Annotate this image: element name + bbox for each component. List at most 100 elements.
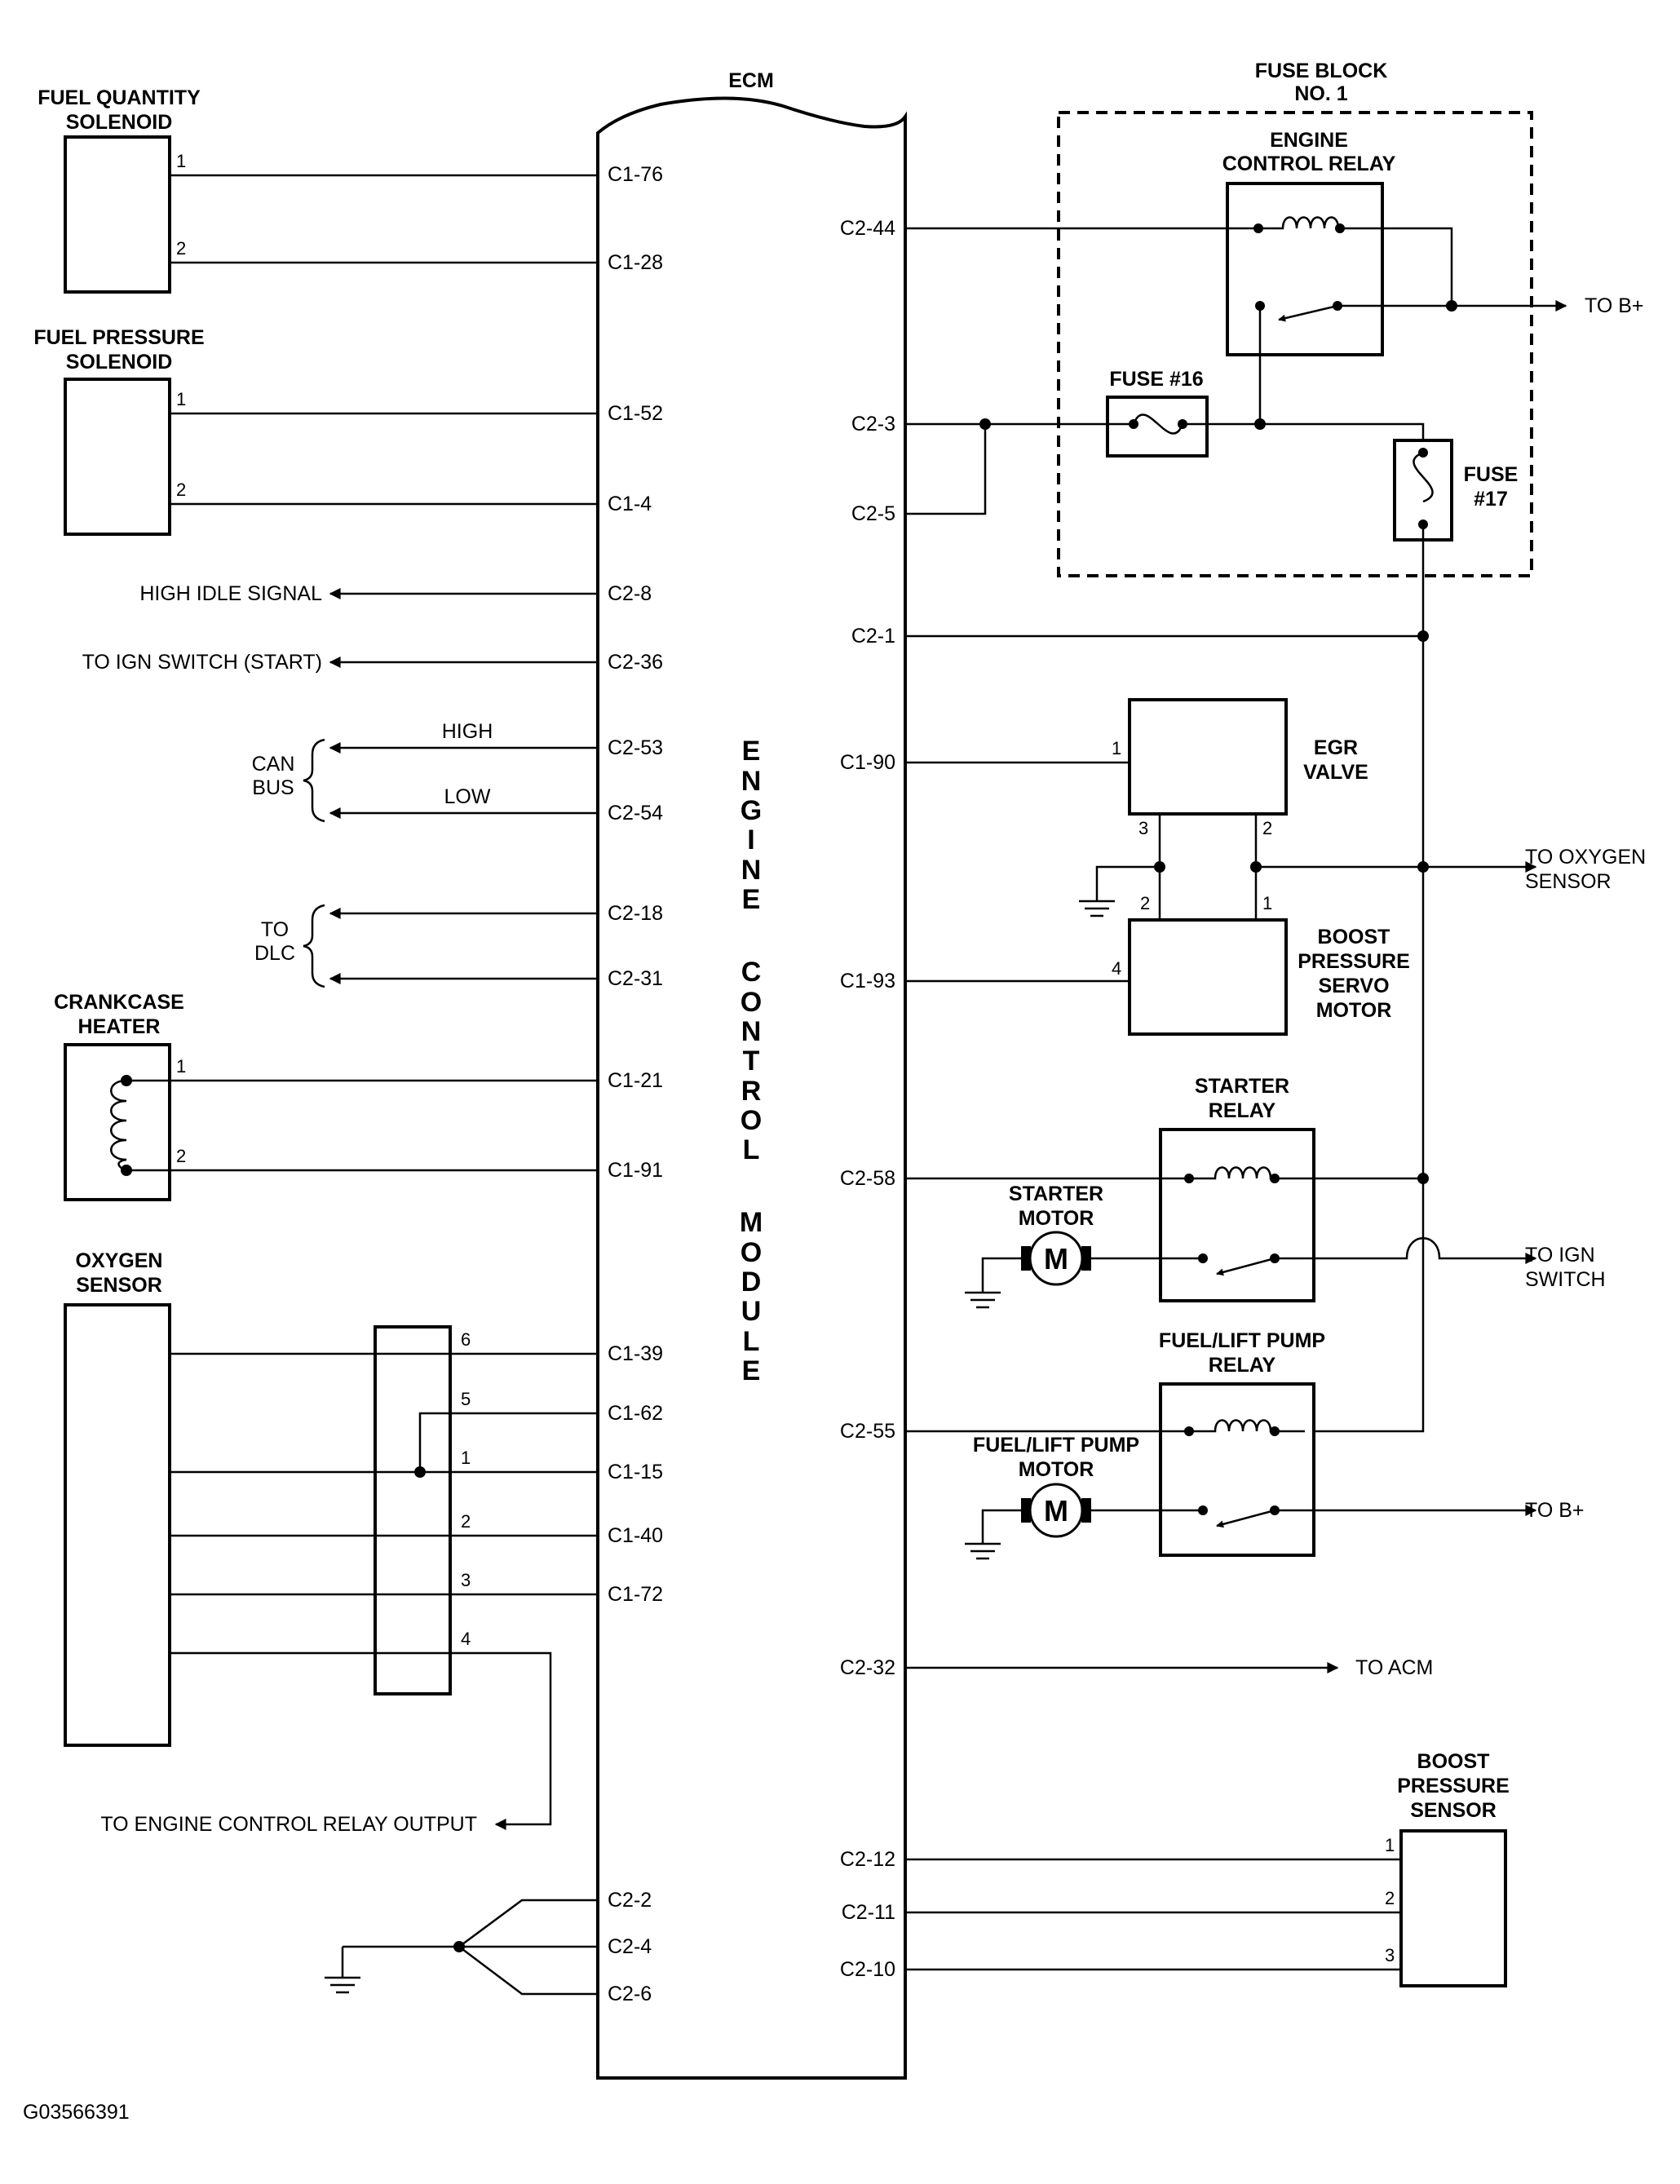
- fuel-pressure-solenoid: FUEL PRESSURE SOLENOID 1 2: [33, 326, 598, 536]
- ecm-module: ECM E N G I N E C O N T R O L M O D U L …: [596, 69, 907, 2080]
- pin-label: C1-91: [608, 1159, 663, 1182]
- pin-label: C2-12: [840, 1848, 895, 1871]
- ecm-title: ECM: [728, 69, 774, 92]
- oxygen-connector: [374, 1325, 452, 1695]
- pin-number: 3: [1138, 818, 1148, 838]
- ecm-vertical-letter: N: [741, 766, 762, 797]
- component-label: SERVO: [1318, 975, 1389, 997]
- ecm-vertical-letter: D: [741, 1267, 762, 1298]
- to-ign-switch-wire: [1275, 1237, 1537, 1264]
- pin-label: C2-11: [842, 1901, 895, 1924]
- high-idle-label: HIGH IDLE SIGNAL: [139, 582, 322, 605]
- component-label: BOOST: [1318, 926, 1390, 948]
- starter-motor: STARTER MOTOR M: [963, 1183, 1103, 1309]
- wire: [905, 424, 987, 515]
- component-label: CONTROL RELAY: [1222, 153, 1396, 175]
- component-label: MOTOR: [1019, 1207, 1094, 1230]
- to-dlc-label: DLC: [254, 942, 295, 965]
- dlc-bracket: [303, 904, 325, 988]
- pin-number: 1: [1112, 738, 1121, 758]
- pin-number: 6: [461, 1329, 471, 1350]
- pin-number: 2: [1262, 818, 1272, 838]
- to-acm-label: TO ACM: [1355, 1656, 1433, 1679]
- pin-number: 1: [176, 1056, 186, 1077]
- fuse-16: FUSE #16: [1106, 368, 1209, 458]
- component-label: PRESSURE: [1397, 1775, 1510, 1797]
- ecm-ground: [323, 1899, 598, 1996]
- ground-icon: [963, 1291, 1002, 1309]
- pin-number: 2: [176, 480, 186, 500]
- fuel-quantity-solenoid: FUEL QUANTITY SOLENOID 1 2: [38, 86, 598, 294]
- pin-label: C2-10: [840, 1958, 895, 1981]
- pin-label: C2-36: [608, 651, 663, 674]
- component-label: SOLENOID: [66, 111, 173, 134]
- pin-number: 1: [1385, 1835, 1395, 1855]
- to-oxygen-sensor-label: TO OXYGEN: [1525, 846, 1646, 869]
- pin-label: C2-6: [608, 1983, 652, 2005]
- wire: [1340, 227, 1453, 306]
- can-bus-label: BUS: [252, 776, 294, 799]
- pin-number: 2: [176, 238, 186, 259]
- pin-label: C1-40: [608, 1524, 663, 1547]
- ecm-vertical-letter: L: [743, 1326, 760, 1357]
- pin-number: 3: [1385, 1945, 1395, 1965]
- component-label: FUEL/LIFT PUMP: [973, 1434, 1139, 1457]
- pin-number: 2: [1385, 1888, 1395, 1908]
- oxygen-sensor: OXYGEN SENSOR 6 5 1 2 3 4: [64, 1249, 598, 1830]
- pin-label: C1-52: [608, 402, 663, 425]
- ecm-vertical-letter: O: [741, 1237, 762, 1268]
- motor-symbol: M: [1044, 1494, 1068, 1527]
- to-ign-switch-label: TO IGN: [1525, 1244, 1595, 1267]
- motor-icon: [1028, 1231, 1084, 1286]
- heater-coil-icon: [110, 1079, 127, 1172]
- boost-pressure-servo-motor: BOOST PRESSURE SERVO MOTOR 2 1 4: [1112, 893, 1410, 1036]
- fuse-17: FUSE #17: [1393, 439, 1518, 542]
- component-label: MOTOR: [1019, 1458, 1094, 1481]
- ground-icon: [1077, 900, 1116, 917]
- fuse-block-label: NO. 1: [1294, 82, 1347, 105]
- wire: [418, 1412, 598, 1472]
- to-bplus-label: TO B+: [1525, 1499, 1585, 1522]
- pin-label: C1-15: [608, 1461, 663, 1483]
- ecm-vertical-letter: C: [741, 957, 762, 988]
- ign-switch-start-label: TO IGN SWITCH (START): [82, 651, 322, 674]
- component-label: OXYGEN: [76, 1249, 163, 1272]
- can-bus-label: CAN: [252, 753, 295, 776]
- component-label: FUEL PRESSURE: [33, 326, 204, 349]
- ecm-vertical-letter: T: [743, 1046, 760, 1077]
- can-low-label: LOW: [444, 785, 491, 808]
- component-label: STARTER: [1195, 1075, 1289, 1098]
- component-label: STARTER: [1009, 1183, 1103, 1205]
- engine-control-relay: ENGINE CONTROL RELAY: [1222, 129, 1396, 356]
- relay-coil-icon: [1258, 216, 1340, 230]
- component-label: MOTOR: [1316, 999, 1392, 1022]
- pin-label: C1-62: [608, 1402, 663, 1425]
- wire: [1095, 865, 1160, 901]
- can-bracket: [303, 738, 325, 823]
- ecm-vertical-letter: G: [741, 795, 762, 826]
- component-label: #17: [1474, 488, 1508, 511]
- fused-supply-bus: [1305, 524, 1425, 1433]
- pin-label: C2-54: [608, 802, 663, 825]
- relay-switch-icon: [1216, 1509, 1275, 1528]
- relay-coil-icon: [1189, 1166, 1275, 1180]
- pin-label: C2-32: [840, 1656, 895, 1679]
- pin-number: 4: [1112, 958, 1121, 979]
- pin-label: C2-44: [840, 217, 895, 240]
- ecm-vertical-letter: L: [743, 1134, 760, 1165]
- pin-label: C2-55: [840, 1420, 895, 1443]
- ecm-vertical-letter: O: [741, 987, 762, 1018]
- component-label: SENSOR: [1410, 1799, 1497, 1822]
- pin-label: C2-31: [608, 967, 663, 990]
- ecm-vertical-letter: N: [741, 855, 762, 886]
- pin-label: C2-18: [608, 902, 663, 925]
- pin-label: C1-90: [840, 751, 895, 774]
- pin-number: 3: [461, 1570, 471, 1590]
- crankcase-heater: CRANKCASE HEATER 1 2: [54, 991, 598, 1201]
- component-label: VALVE: [1303, 761, 1368, 784]
- can-high-label: HIGH: [442, 720, 493, 743]
- pin-number: 1: [176, 389, 186, 409]
- pin-label: C2-58: [840, 1167, 895, 1190]
- pin-label: C1-72: [608, 1583, 663, 1606]
